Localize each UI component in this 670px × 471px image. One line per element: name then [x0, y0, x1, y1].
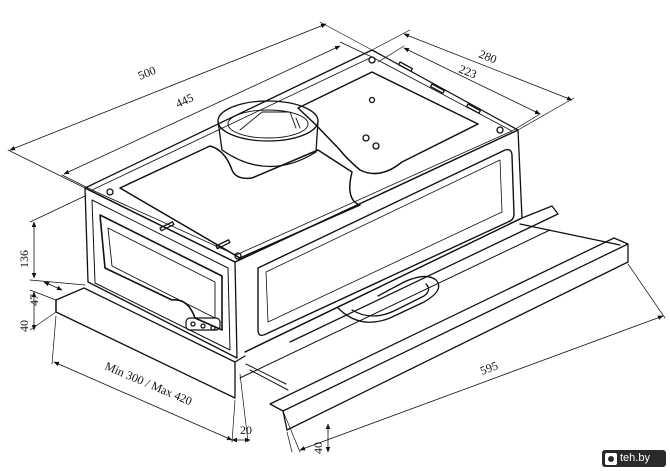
dimension-lines [9, 23, 664, 453]
dim-line-500 [9, 23, 327, 151]
dim-label-280: 280 [477, 47, 499, 67]
hood-body [84, 49, 523, 359]
dim-label-40-left: 40 [17, 320, 31, 332]
dim-line-445 [63, 45, 341, 175]
dim-line-280 [403, 33, 573, 101]
dim-label-40-right: 40 [311, 442, 325, 454]
dim-label-500: 500 [136, 63, 158, 83]
dim-line-47 [43, 281, 63, 291]
dim-label-445: 445 [173, 90, 195, 110]
watermark-badge: teh.by [602, 450, 666, 467]
dim-label-extension: Min 300 / Max 420 [103, 359, 194, 408]
dim-label-223: 223 [457, 62, 479, 82]
teh-logo-icon [605, 452, 617, 465]
dim-line-extension [53, 361, 233, 441]
extension-lines [7, 21, 666, 453]
front-trim [55, 287, 246, 399]
dim-line-223 [403, 47, 541, 115]
dim-label-595: 595 [478, 358, 500, 378]
dim-line-595 [299, 315, 664, 451]
dim-label-136: 136 [17, 250, 31, 268]
dim-label-20: 20 [240, 423, 252, 437]
sliding-drawer [239, 205, 629, 431]
dim-label-47: 47 [27, 294, 41, 306]
watermark-text: teh.by [620, 452, 650, 464]
